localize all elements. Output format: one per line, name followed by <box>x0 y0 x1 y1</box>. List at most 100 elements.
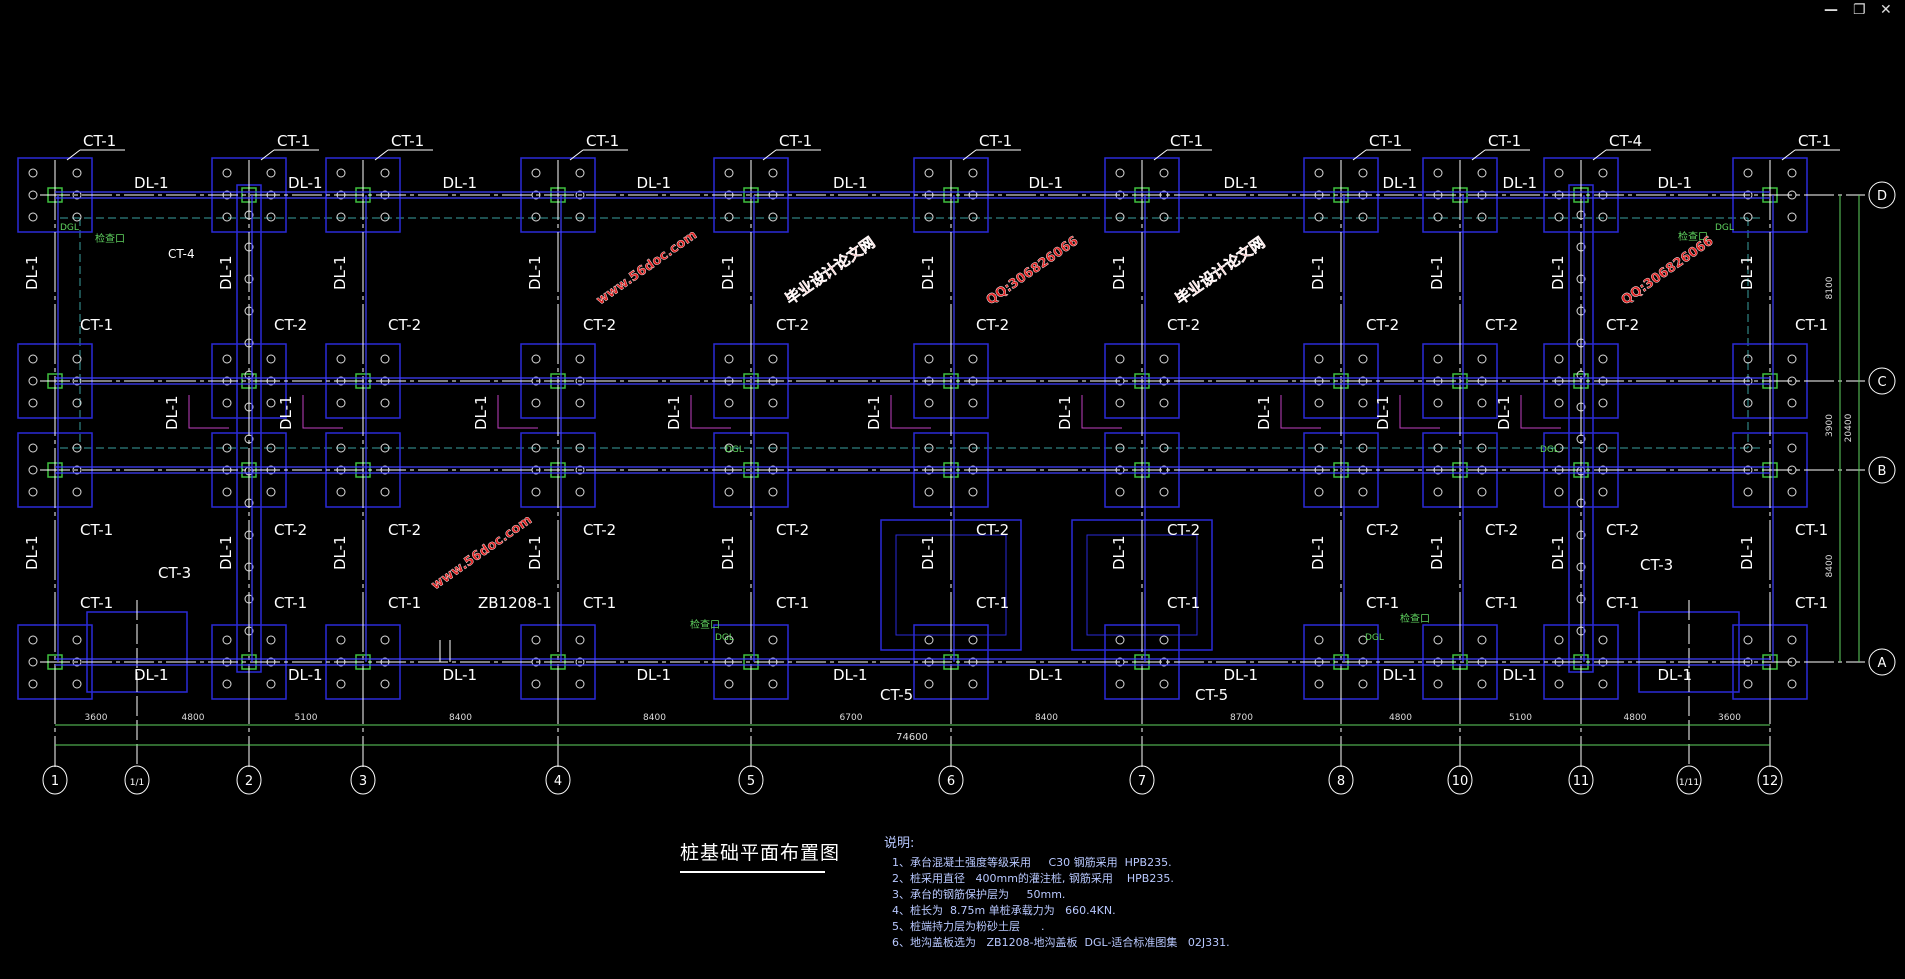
pile-icon <box>1358 168 1368 178</box>
beam-marker <box>302 395 343 429</box>
pile-icon <box>28 212 38 222</box>
pile-icon <box>531 212 541 222</box>
title-underline <box>680 871 825 873</box>
cap-label: CT-1 <box>277 132 310 150</box>
pile-icon <box>28 635 38 645</box>
axis-bubble <box>1868 367 1896 395</box>
cap-label: CT-1 <box>1167 594 1200 612</box>
cap-label: CT-2 <box>1167 316 1200 334</box>
pile-icon <box>266 212 276 222</box>
pile-icon <box>1358 443 1368 453</box>
pile-icon <box>1433 168 1443 178</box>
cap-label: CT-2 <box>274 316 307 334</box>
cap-label: CT-2 <box>583 316 616 334</box>
pile-icon <box>1159 212 1169 222</box>
cap-label: CT-1 <box>1488 132 1521 150</box>
beam-label: DL-1 <box>1503 666 1538 684</box>
beam-label: DL-1 <box>217 255 235 290</box>
pile-icon <box>768 354 778 364</box>
beam-label: DL-1 <box>1255 395 1273 430</box>
pile-icon <box>1358 487 1368 497</box>
pile-icon <box>968 398 978 408</box>
axis-label: 7 <box>1138 774 1146 789</box>
pile-icon <box>1115 487 1125 497</box>
pile-icon <box>768 168 778 178</box>
minimize-button[interactable]: — <box>1824 2 1838 18</box>
leader-line <box>1592 149 1607 161</box>
pile-icon <box>1787 168 1797 178</box>
pile-icon <box>1358 398 1368 408</box>
pile-icon <box>575 443 585 453</box>
axis-label: 3 <box>359 774 367 789</box>
pile-icon <box>1477 168 1487 178</box>
beam-label: DL-1 <box>288 174 323 192</box>
pile-icon <box>28 190 38 200</box>
beam-label: DL-1 <box>637 174 672 192</box>
pile-icon <box>336 443 346 453</box>
pile-icon <box>222 487 232 497</box>
axis-label: C <box>1877 375 1886 390</box>
beam-label: DL-1 <box>134 174 169 192</box>
dgl-label: DGL <box>1715 223 1734 233</box>
watermark-site: 毕业设计论文网 <box>1172 233 1268 308</box>
inspection-label: 检查口 <box>95 232 125 245</box>
axis-bubble <box>1568 765 1594 795</box>
pile-icon <box>968 212 978 222</box>
beam-label: DL-1 <box>23 255 41 290</box>
cap-label: CT-1 <box>83 132 116 150</box>
pile-icon <box>1554 487 1564 497</box>
cap-label: CT-3 <box>158 564 191 582</box>
leader-line <box>569 149 584 161</box>
pile-icon <box>28 168 38 178</box>
restore-button[interactable]: ❐ <box>1853 2 1866 18</box>
pile-icon <box>1787 487 1797 497</box>
pile-icon <box>1787 398 1797 408</box>
beam-label: DL-1 <box>134 666 169 684</box>
close-button[interactable]: ✕ <box>1880 2 1892 18</box>
cap-label: CT-1 <box>1795 316 1828 334</box>
cap-label: CT-1 <box>274 594 307 612</box>
beam-label: DL-1 <box>1309 535 1327 570</box>
dimension-text: 5100 <box>295 713 318 723</box>
pile-icon <box>1433 679 1443 689</box>
axis-bubble <box>1676 765 1702 795</box>
pile-icon <box>968 354 978 364</box>
pile-icon <box>768 398 778 408</box>
pile-icon <box>222 354 232 364</box>
cap-label: CT-2 <box>1366 521 1399 539</box>
cap-label: CT-2 <box>1167 521 1200 539</box>
pile-icon <box>28 354 38 364</box>
pile-icon <box>1598 443 1608 453</box>
beam-label: DL-1 <box>526 535 544 570</box>
pile-icon <box>531 679 541 689</box>
axis-bubble <box>1868 181 1896 209</box>
watermark-qq: QQ:306826066 <box>1619 234 1717 309</box>
pile-icon <box>1358 679 1368 689</box>
pile-icon <box>1477 679 1487 689</box>
pile-icon <box>575 398 585 408</box>
pile-icon <box>1433 398 1443 408</box>
beam-label: DL-1 <box>1056 395 1074 430</box>
pile-icon <box>222 398 232 408</box>
pile-icon <box>924 487 934 497</box>
pile-icon <box>575 376 585 386</box>
pile-icon <box>1743 487 1753 497</box>
pile-icon <box>968 487 978 497</box>
pile-icon <box>924 635 934 645</box>
cap-label: CT-1 <box>1795 521 1828 539</box>
watermark-url: www.56doc.com <box>594 228 700 309</box>
cap-label: CT-1 <box>1170 132 1203 150</box>
pile-icon <box>1358 354 1368 364</box>
beam-label: DL-1 <box>1029 174 1064 192</box>
cover-label: ZB1208-1 <box>478 594 552 612</box>
pile-icon <box>1314 635 1324 645</box>
pile-icon <box>768 635 778 645</box>
cap-label: CT-4 <box>1609 132 1642 150</box>
pile-icon <box>575 679 585 689</box>
pile-icon <box>1115 398 1125 408</box>
pile-icon <box>28 657 38 667</box>
pile-icon <box>1743 212 1753 222</box>
pile-icon <box>724 635 734 645</box>
pile-icon <box>1787 212 1797 222</box>
